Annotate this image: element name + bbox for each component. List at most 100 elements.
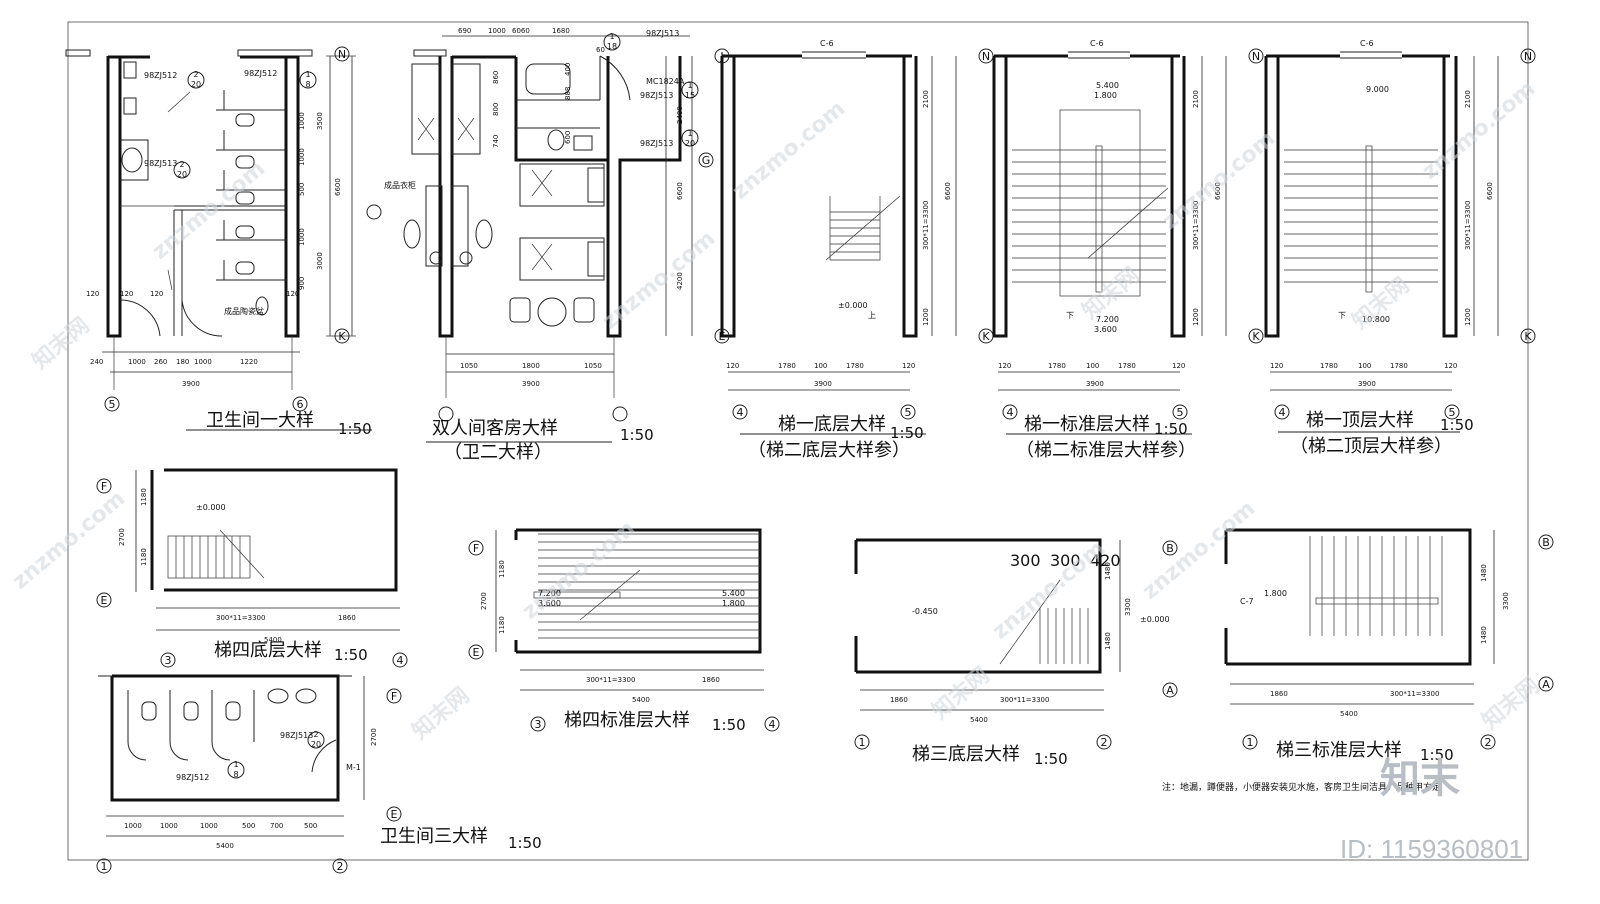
watermark-text: znzmo.com bbox=[518, 516, 640, 624]
stair3-ground-plan bbox=[854, 538, 1121, 711]
dim: 500 bbox=[242, 822, 255, 830]
axis-g: G bbox=[702, 154, 711, 167]
title-stair4-standard: 梯四标准层大样 bbox=[564, 710, 690, 731]
watermark-text: znzmo.com bbox=[8, 486, 130, 594]
ref-num: 1 bbox=[687, 129, 692, 138]
axis-3: 3 bbox=[165, 654, 172, 667]
wc1-plan bbox=[65, 49, 372, 431]
elev-7200: 7.200 bbox=[1096, 315, 1119, 324]
elev-5400: 5.400 bbox=[1096, 81, 1119, 90]
ref-98zj513: 98ZJ513 bbox=[640, 139, 673, 148]
sheet-frame bbox=[67, 21, 1529, 861]
dim: 1220 bbox=[240, 358, 258, 366]
dim: 500 bbox=[298, 183, 306, 196]
ref-98zj513: 98ZJ513 bbox=[280, 731, 313, 740]
dim: 1200 bbox=[922, 308, 930, 326]
dim: 120 bbox=[998, 362, 1011, 370]
title-stair1-top: 梯一顶层大样 bbox=[1306, 410, 1414, 431]
elev-5400: 5.400 bbox=[722, 589, 745, 598]
dim: 3900 bbox=[814, 380, 832, 388]
axis-2: 2 bbox=[1101, 736, 1108, 749]
dim: 2700 bbox=[370, 728, 378, 746]
dim: 1000 bbox=[298, 148, 306, 166]
axis-4: 4 bbox=[1279, 406, 1286, 419]
axis-4: 4 bbox=[737, 406, 744, 419]
dim: 6600 bbox=[944, 182, 952, 200]
dim-large: 420 bbox=[1090, 551, 1121, 570]
ref-num: 1 bbox=[687, 81, 692, 90]
elevation-labels: ±0.000 5.400 1.800 7.200 3.600 9.000 10.… bbox=[196, 81, 1390, 624]
ref-98zj513: 98ZJ513 bbox=[144, 159, 177, 168]
watermark-text: znzmo.com bbox=[598, 226, 720, 334]
dim: 700 bbox=[270, 822, 283, 830]
dim: 3900 bbox=[1358, 380, 1376, 388]
dim: 240 bbox=[90, 358, 103, 366]
dim: 6600 bbox=[1214, 182, 1222, 200]
elev-9000: 9.000 bbox=[1366, 85, 1389, 94]
dim: 2700 bbox=[118, 528, 126, 546]
stair4-ground-plan bbox=[135, 468, 400, 631]
dim: 1000 bbox=[124, 822, 142, 830]
axis-5: 5 bbox=[1177, 406, 1184, 419]
window-c6-label: C-6 bbox=[820, 39, 834, 48]
mc1824a-label: MC1824A bbox=[646, 77, 685, 86]
stair1-ground-plan bbox=[720, 51, 957, 435]
axis-4: 4 bbox=[397, 654, 404, 667]
axis-2: 2 bbox=[1485, 736, 1492, 749]
watermark-text: znzmo.com bbox=[1418, 76, 1540, 184]
dim: 300*11=3300 bbox=[1464, 201, 1472, 250]
dim: 3300 bbox=[1124, 598, 1132, 616]
reference-labels: 98ZJ512 2 20 98ZJ512 1 8 98ZJ513 2 20 成品… bbox=[144, 29, 1374, 782]
ref-num: 2 bbox=[313, 730, 318, 739]
dim: 1800 bbox=[522, 362, 540, 370]
dim: 3000 bbox=[316, 252, 324, 270]
dim: 3500 bbox=[316, 112, 324, 130]
axis-bubbles bbox=[96, 33, 1554, 874]
dim: 300*11=3300 bbox=[1192, 201, 1200, 250]
axis-1: 1 bbox=[859, 736, 866, 749]
watermark-text: 知末网 bbox=[1347, 272, 1414, 334]
subtitle-stair1-standard: （梯二标准层大样参） bbox=[1016, 440, 1196, 461]
dim: 1200 bbox=[1192, 308, 1200, 326]
ref-num: 1 bbox=[609, 32, 614, 41]
window-c6-label: C-6 bbox=[1360, 39, 1374, 48]
ref-98zj513: 98ZJ513 bbox=[646, 29, 679, 38]
axis-e: E bbox=[719, 330, 726, 343]
stair3-standard-plan bbox=[1224, 528, 1495, 705]
dim: 888 bbox=[564, 87, 572, 100]
dim: 1180 bbox=[498, 560, 506, 578]
dim: 2100 bbox=[922, 90, 930, 108]
dim: 1780 bbox=[778, 362, 796, 370]
dim: 5400 bbox=[264, 636, 282, 644]
dim: 300*11=3300 bbox=[1390, 690, 1439, 698]
elev-minus-0450: -0.450 bbox=[912, 607, 938, 616]
dim: 1480 bbox=[1104, 562, 1112, 580]
dim: 400 bbox=[564, 63, 572, 76]
dim: 6600 bbox=[1486, 182, 1494, 200]
axis-4: 4 bbox=[769, 718, 776, 731]
dim: 60 bbox=[596, 46, 605, 54]
axis-1: 1 bbox=[101, 860, 108, 873]
scale: 1:50 bbox=[338, 420, 372, 438]
dim: 740 bbox=[492, 135, 500, 148]
ref-num: 2 bbox=[193, 70, 198, 79]
dim: 120 bbox=[150, 290, 163, 298]
axis-k: K bbox=[1524, 330, 1532, 343]
subtitle-stair1-top: （梯二顶层大样参） bbox=[1290, 436, 1452, 457]
dim: 1860 bbox=[1270, 690, 1288, 698]
elev-zero: ±0.000 bbox=[838, 301, 868, 310]
dim: 3900 bbox=[522, 380, 540, 388]
dim: 1000 bbox=[298, 228, 306, 246]
axis-4: 4 bbox=[1007, 406, 1014, 419]
dim: 800 bbox=[492, 103, 500, 116]
dim: 300*11=3300 bbox=[1000, 696, 1049, 704]
dim: 3900 bbox=[1086, 380, 1104, 388]
dim: 1180 bbox=[140, 548, 148, 566]
stair1-standard-plan bbox=[992, 51, 1227, 435]
dim-large: 300 bbox=[1050, 551, 1081, 570]
watermark-text: znzmo.com bbox=[1138, 496, 1260, 604]
stair4-standard-plan bbox=[495, 528, 764, 691]
title-stair4-ground: 梯四底层大样 bbox=[214, 640, 322, 661]
axis-6: 6 bbox=[297, 398, 304, 411]
scale: 1:50 bbox=[1440, 416, 1474, 434]
